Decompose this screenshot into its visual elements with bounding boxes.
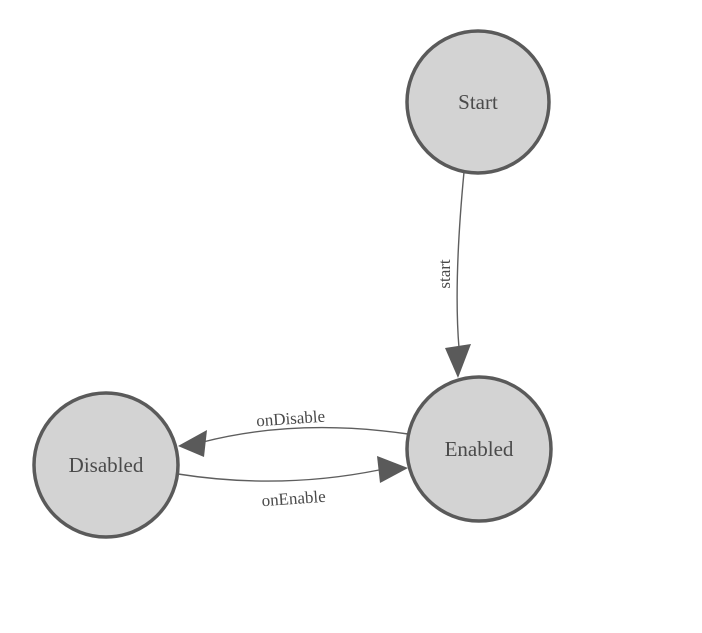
node-disabled-label: Disabled (69, 453, 144, 477)
edge-label-ondisable: onDisable (256, 407, 326, 431)
edge-line (202, 426, 409, 443)
node-start-label: Start (458, 90, 498, 114)
node-enabled-circle (405, 375, 553, 523)
node-enabled-label: Enabled (445, 437, 514, 461)
edge-line (177, 469, 380, 482)
node-start: Start (405, 29, 551, 175)
arrowhead-right-icon (377, 456, 408, 483)
node-disabled-circle (32, 391, 180, 539)
arrowhead-left-icon (178, 430, 207, 457)
edge-line (456, 171, 465, 349)
edge-disabled-to-enabled: onEnable (177, 456, 408, 510)
edge-label-onenable: onEnable (261, 487, 326, 510)
node-start-circle (405, 29, 551, 175)
arrowhead-down-icon (445, 344, 471, 378)
node-disabled: Disabled (32, 391, 180, 539)
node-enabled: Enabled (405, 375, 553, 523)
edge-enabled-to-disabled: onDisable (178, 407, 409, 457)
edge-label-start: start (435, 259, 454, 289)
edge-start-to-enabled: start (435, 171, 471, 378)
